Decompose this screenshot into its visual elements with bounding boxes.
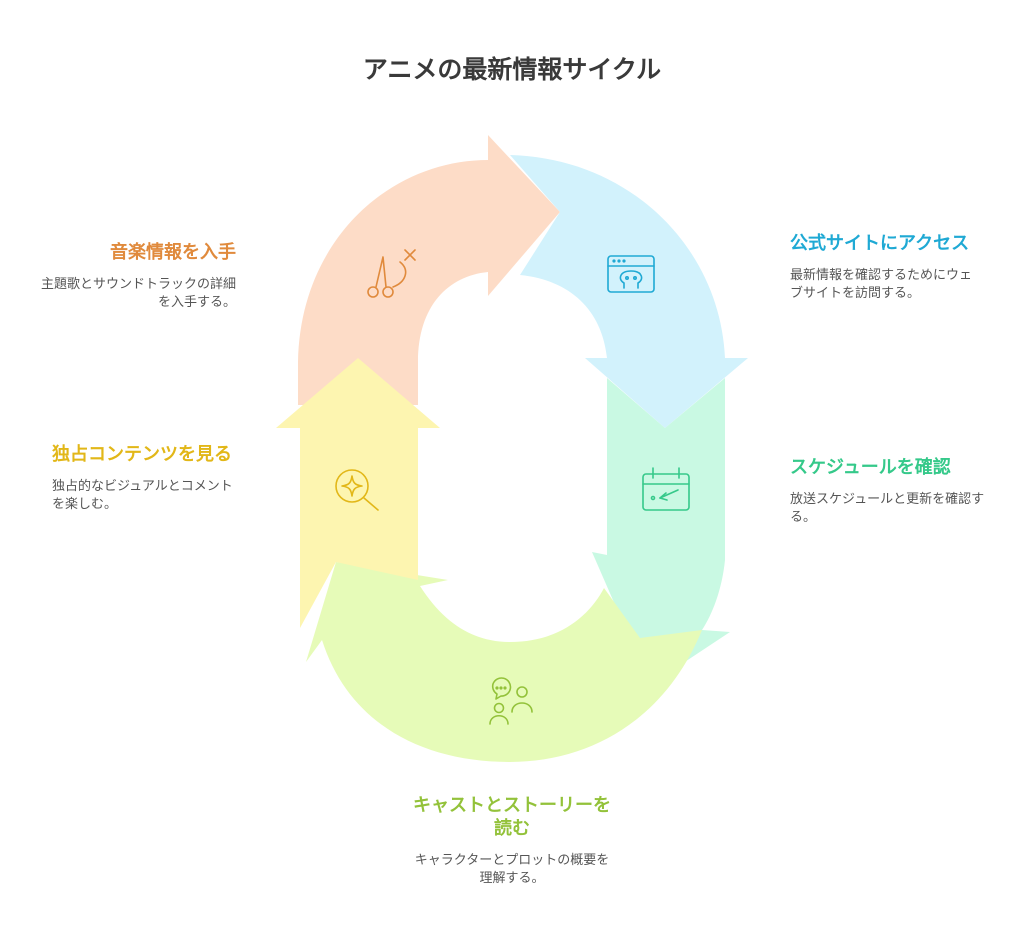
segment-music <box>298 135 560 405</box>
magnifier-sparkle-icon <box>335 469 379 511</box>
step-site-desc: 最新情報を確認するためにウェブサイトを訪問する。 <box>790 268 973 301</box>
calendar-icon <box>642 467 690 511</box>
step-exclusive: 独占コンテンツを見る 独占的なビジュアルとコメントを楽しむ。 <box>52 443 237 514</box>
browser-window-icon <box>607 255 655 293</box>
step-schedule-desc: 放送スケジュールと更新を確認する。 <box>790 492 985 525</box>
step-exclusive-desc: 独占的なビジュアルとコメントを楽しむ。 <box>52 479 233 512</box>
segment-cast <box>306 562 702 762</box>
step-cast: キャストとストーリーを読む キャラクターとプロットの概要を理解する。 <box>412 794 612 888</box>
step-site-title: 公式サイトにアクセス <box>790 233 970 254</box>
step-exclusive-title: 独占コンテンツを見る <box>52 444 232 465</box>
step-schedule: スケジュールを確認 放送スケジュールと更新を確認する。 <box>790 456 990 527</box>
people-chat-icon <box>489 677 533 725</box>
step-music-desc: 主題歌とサウンドトラックの詳細を入手する。 <box>40 277 236 310</box>
step-music: 音楽情報を入手 主題歌とサウンドトラックの詳細を入手する。 <box>40 241 236 312</box>
segment-schedule <box>592 378 730 685</box>
page-title: アニメの最新情報サイクル <box>362 55 662 84</box>
step-site: 公式サイトにアクセス 最新情報を確認するためにウェブサイトを訪問する。 <box>790 232 980 303</box>
segment-exclusive <box>276 358 440 628</box>
step-cast-title: キャストとストーリーを読む <box>413 795 611 839</box>
step-music-title: 音楽情報を入手 <box>110 242 236 263</box>
scissors-sparkle-icon <box>367 249 416 298</box>
step-schedule-title: スケジュールを確認 <box>790 457 951 478</box>
step-cast-desc: キャラクターとプロットの概要を理解する。 <box>414 853 610 886</box>
